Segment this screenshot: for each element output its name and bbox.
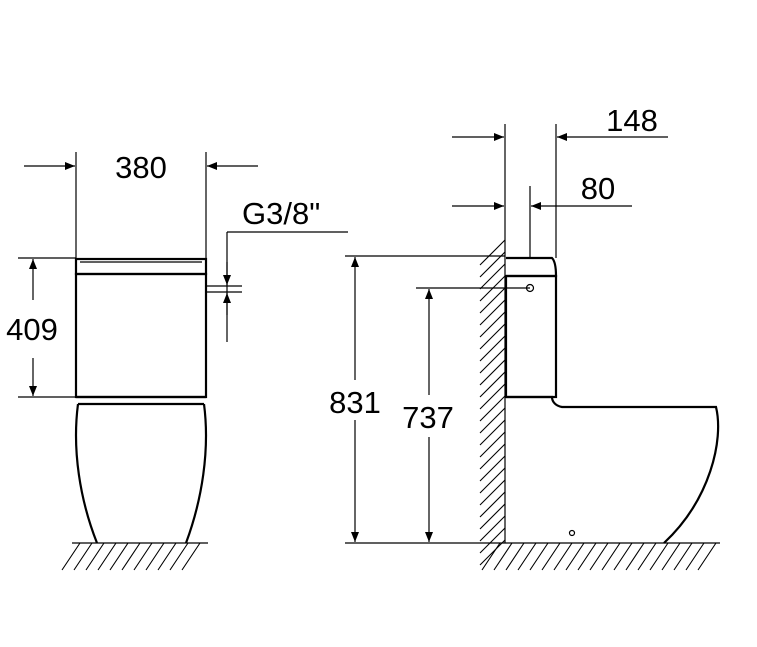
front-view: 380 409 G3/8"	[6, 150, 348, 571]
width-label: 380	[115, 150, 167, 185]
width-dimension	[24, 152, 258, 259]
front-bowl	[74, 395, 208, 544]
side-cistern	[504, 256, 558, 399]
depth-label: 148	[606, 103, 658, 138]
side-floor	[481, 542, 720, 571]
inlet-height-dimension	[416, 287, 530, 542]
wall-hatch	[479, 239, 506, 566]
front-cistern	[74, 257, 208, 399]
connection-label: G3/8"	[242, 196, 320, 231]
front-floor	[61, 542, 208, 571]
side-view: 148 80 831 737	[329, 103, 720, 571]
depth-dimension	[452, 124, 668, 258]
total-height-label: 831	[329, 385, 381, 420]
total-height-dimension	[345, 255, 505, 544]
front-floor-hatch	[61, 542, 201, 571]
inlet-offset-dimension	[452, 186, 632, 258]
front-connection-pipe	[206, 231, 348, 342]
side-bowl	[506, 395, 720, 544]
inlet-height-label: 737	[402, 400, 454, 435]
side-floor-hatch	[481, 542, 717, 571]
inlet-offset-label: 80	[581, 171, 615, 206]
height-label: 409	[6, 312, 58, 347]
height-dimension	[18, 257, 76, 398]
wall	[479, 124, 506, 566]
